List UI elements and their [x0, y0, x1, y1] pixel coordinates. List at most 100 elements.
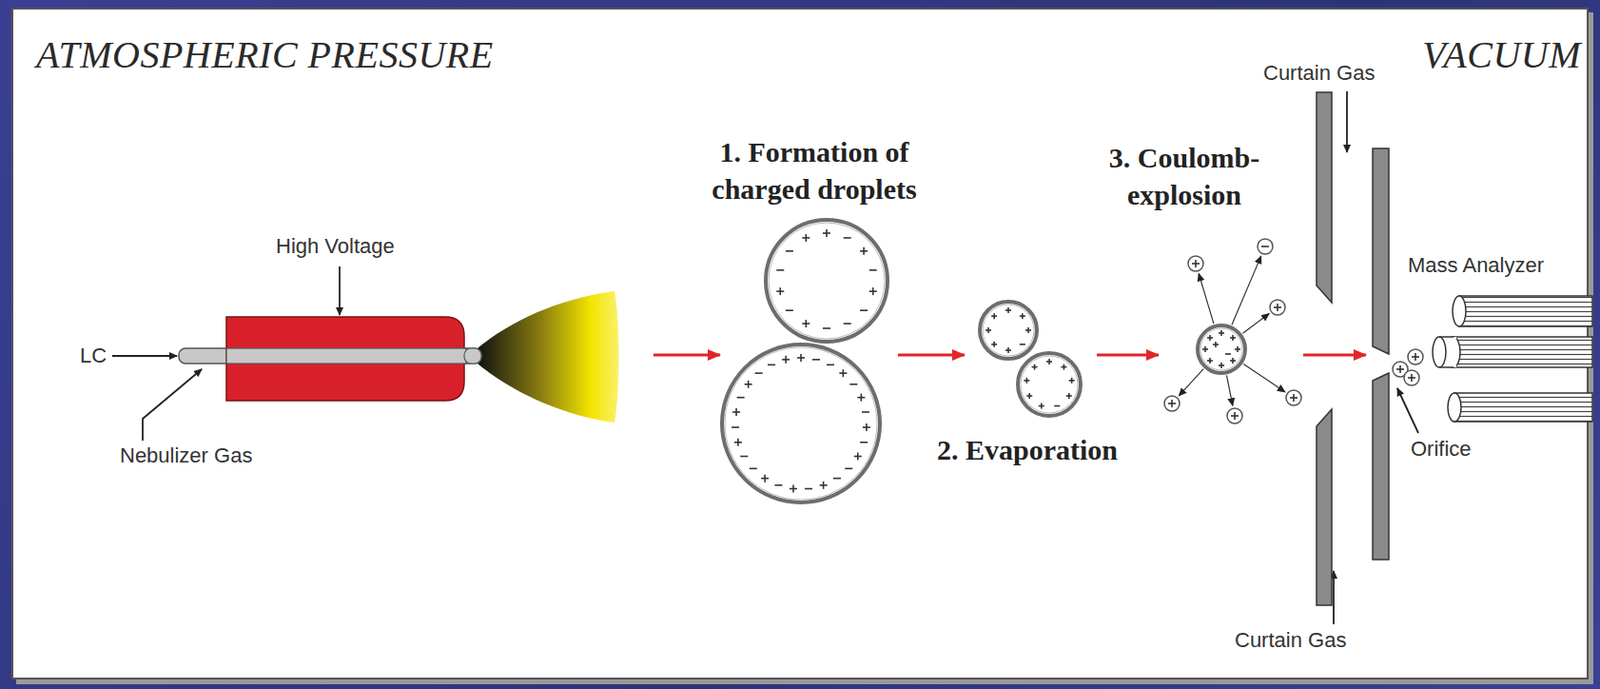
leader-arrow	[1346, 91, 1348, 153]
charge-mark	[1220, 362, 1223, 369]
charge-mark	[825, 229, 828, 237]
charge-mark	[993, 312, 996, 319]
charge-mark	[865, 423, 868, 431]
charge-mark	[1209, 357, 1211, 364]
charge-mark	[826, 364, 835, 367]
charge-mark	[860, 393, 863, 402]
capillary-tube	[226, 348, 467, 364]
leader-arrow	[142, 369, 202, 441]
charge-mark	[1028, 392, 1031, 399]
charge-mark	[1414, 352, 1417, 361]
charge-mark	[785, 250, 794, 253]
charge-mark	[1410, 373, 1413, 382]
charge-mark	[767, 364, 776, 367]
charge-mark	[747, 380, 750, 389]
charge-mark	[774, 484, 782, 487]
process-arrow	[1096, 353, 1159, 357]
charge-mark	[1276, 303, 1279, 312]
charge-mark	[869, 269, 878, 272]
droplet-inner-ring	[1020, 355, 1078, 413]
charge-mark	[740, 455, 748, 458]
charge-mark	[737, 438, 740, 447]
capillary-tip	[464, 348, 482, 364]
charged-droplet	[721, 344, 880, 503]
rod-edge	[1439, 366, 1454, 369]
ion	[1286, 390, 1302, 406]
ion	[1227, 408, 1243, 424]
process-arrow	[1303, 353, 1366, 357]
curtain-plate	[1316, 92, 1332, 303]
charge-mark	[862, 247, 865, 255]
ion	[1257, 238, 1273, 254]
charge-mark	[1019, 343, 1026, 346]
charge-mark	[1027, 327, 1030, 333]
charge-mark	[843, 236, 852, 239]
quadrupole-rod	[1459, 295, 1593, 327]
charge-mark	[1053, 405, 1060, 408]
charge-mark	[784, 355, 787, 364]
charge-mark	[804, 487, 813, 490]
charge-mark	[1040, 403, 1043, 410]
charge-mark	[842, 369, 845, 377]
ejection-arrow	[1226, 374, 1232, 406]
rod-end	[1432, 336, 1446, 368]
rod-edge	[1439, 335, 1454, 338]
charged-droplet	[1197, 325, 1246, 373]
curtain-plate	[1316, 409, 1332, 605]
charge-mark	[776, 269, 784, 272]
charge-mark	[731, 426, 740, 429]
charge-mark	[1214, 341, 1217, 348]
region-title: VACUUM	[1422, 32, 1581, 78]
ejection-arrow	[1198, 273, 1214, 325]
charge-mark	[1399, 365, 1402, 373]
part-label: Nebulizer Gas	[119, 443, 253, 469]
part-label: Mass Analyzer	[1407, 253, 1544, 278]
charge-mark	[792, 485, 795, 493]
droplet-inner-ring	[982, 304, 1035, 356]
charge-mark	[872, 287, 875, 295]
charge-mark	[1026, 377, 1029, 384]
charge-mark	[805, 319, 808, 328]
ejection-arrow	[1231, 255, 1262, 325]
charge-mark	[763, 474, 766, 483]
ion	[1188, 255, 1204, 272]
charge-mark	[805, 234, 808, 242]
charge-mark	[1236, 346, 1239, 352]
charge-mark	[993, 341, 996, 348]
charge-mark	[735, 408, 738, 416]
droplet-inner-ring	[768, 222, 885, 339]
ion	[1164, 395, 1180, 411]
charge-mark	[1204, 346, 1207, 352]
charge-mark	[800, 353, 802, 362]
charge-mark	[1007, 307, 1010, 313]
process-arrow	[897, 353, 965, 357]
charge-mark	[1261, 245, 1269, 248]
orifice-plate	[1372, 148, 1389, 354]
charge-mark	[859, 441, 868, 444]
process-arrow	[653, 353, 721, 357]
quadrupole-rod	[1453, 336, 1593, 368]
charge-mark	[1209, 334, 1211, 341]
charge-mark	[1063, 364, 1066, 371]
charge-mark	[1048, 358, 1051, 365]
charge-mark	[812, 358, 820, 361]
charge-mark	[755, 371, 763, 374]
droplet-inner-ring	[1200, 328, 1243, 371]
charge-mark	[857, 452, 859, 461]
orifice-plate	[1372, 372, 1389, 560]
charge-mark	[843, 322, 852, 325]
droplet-inner-ring	[724, 347, 878, 500]
charge-mark	[861, 410, 870, 413]
charged-droplet	[765, 219, 888, 342]
rod-end	[1447, 392, 1462, 422]
charge-mark	[1021, 312, 1024, 319]
rod-end	[1452, 295, 1466, 327]
charge-mark	[1220, 330, 1223, 336]
charged-droplet	[1017, 352, 1081, 416]
ejection-arrow	[1243, 364, 1286, 392]
stage-label: 1. Formation of charged droplets	[681, 133, 948, 208]
leader-arrow	[1397, 388, 1419, 433]
part-label: Curtain Gas	[1263, 60, 1375, 86]
charge-mark	[822, 481, 825, 489]
